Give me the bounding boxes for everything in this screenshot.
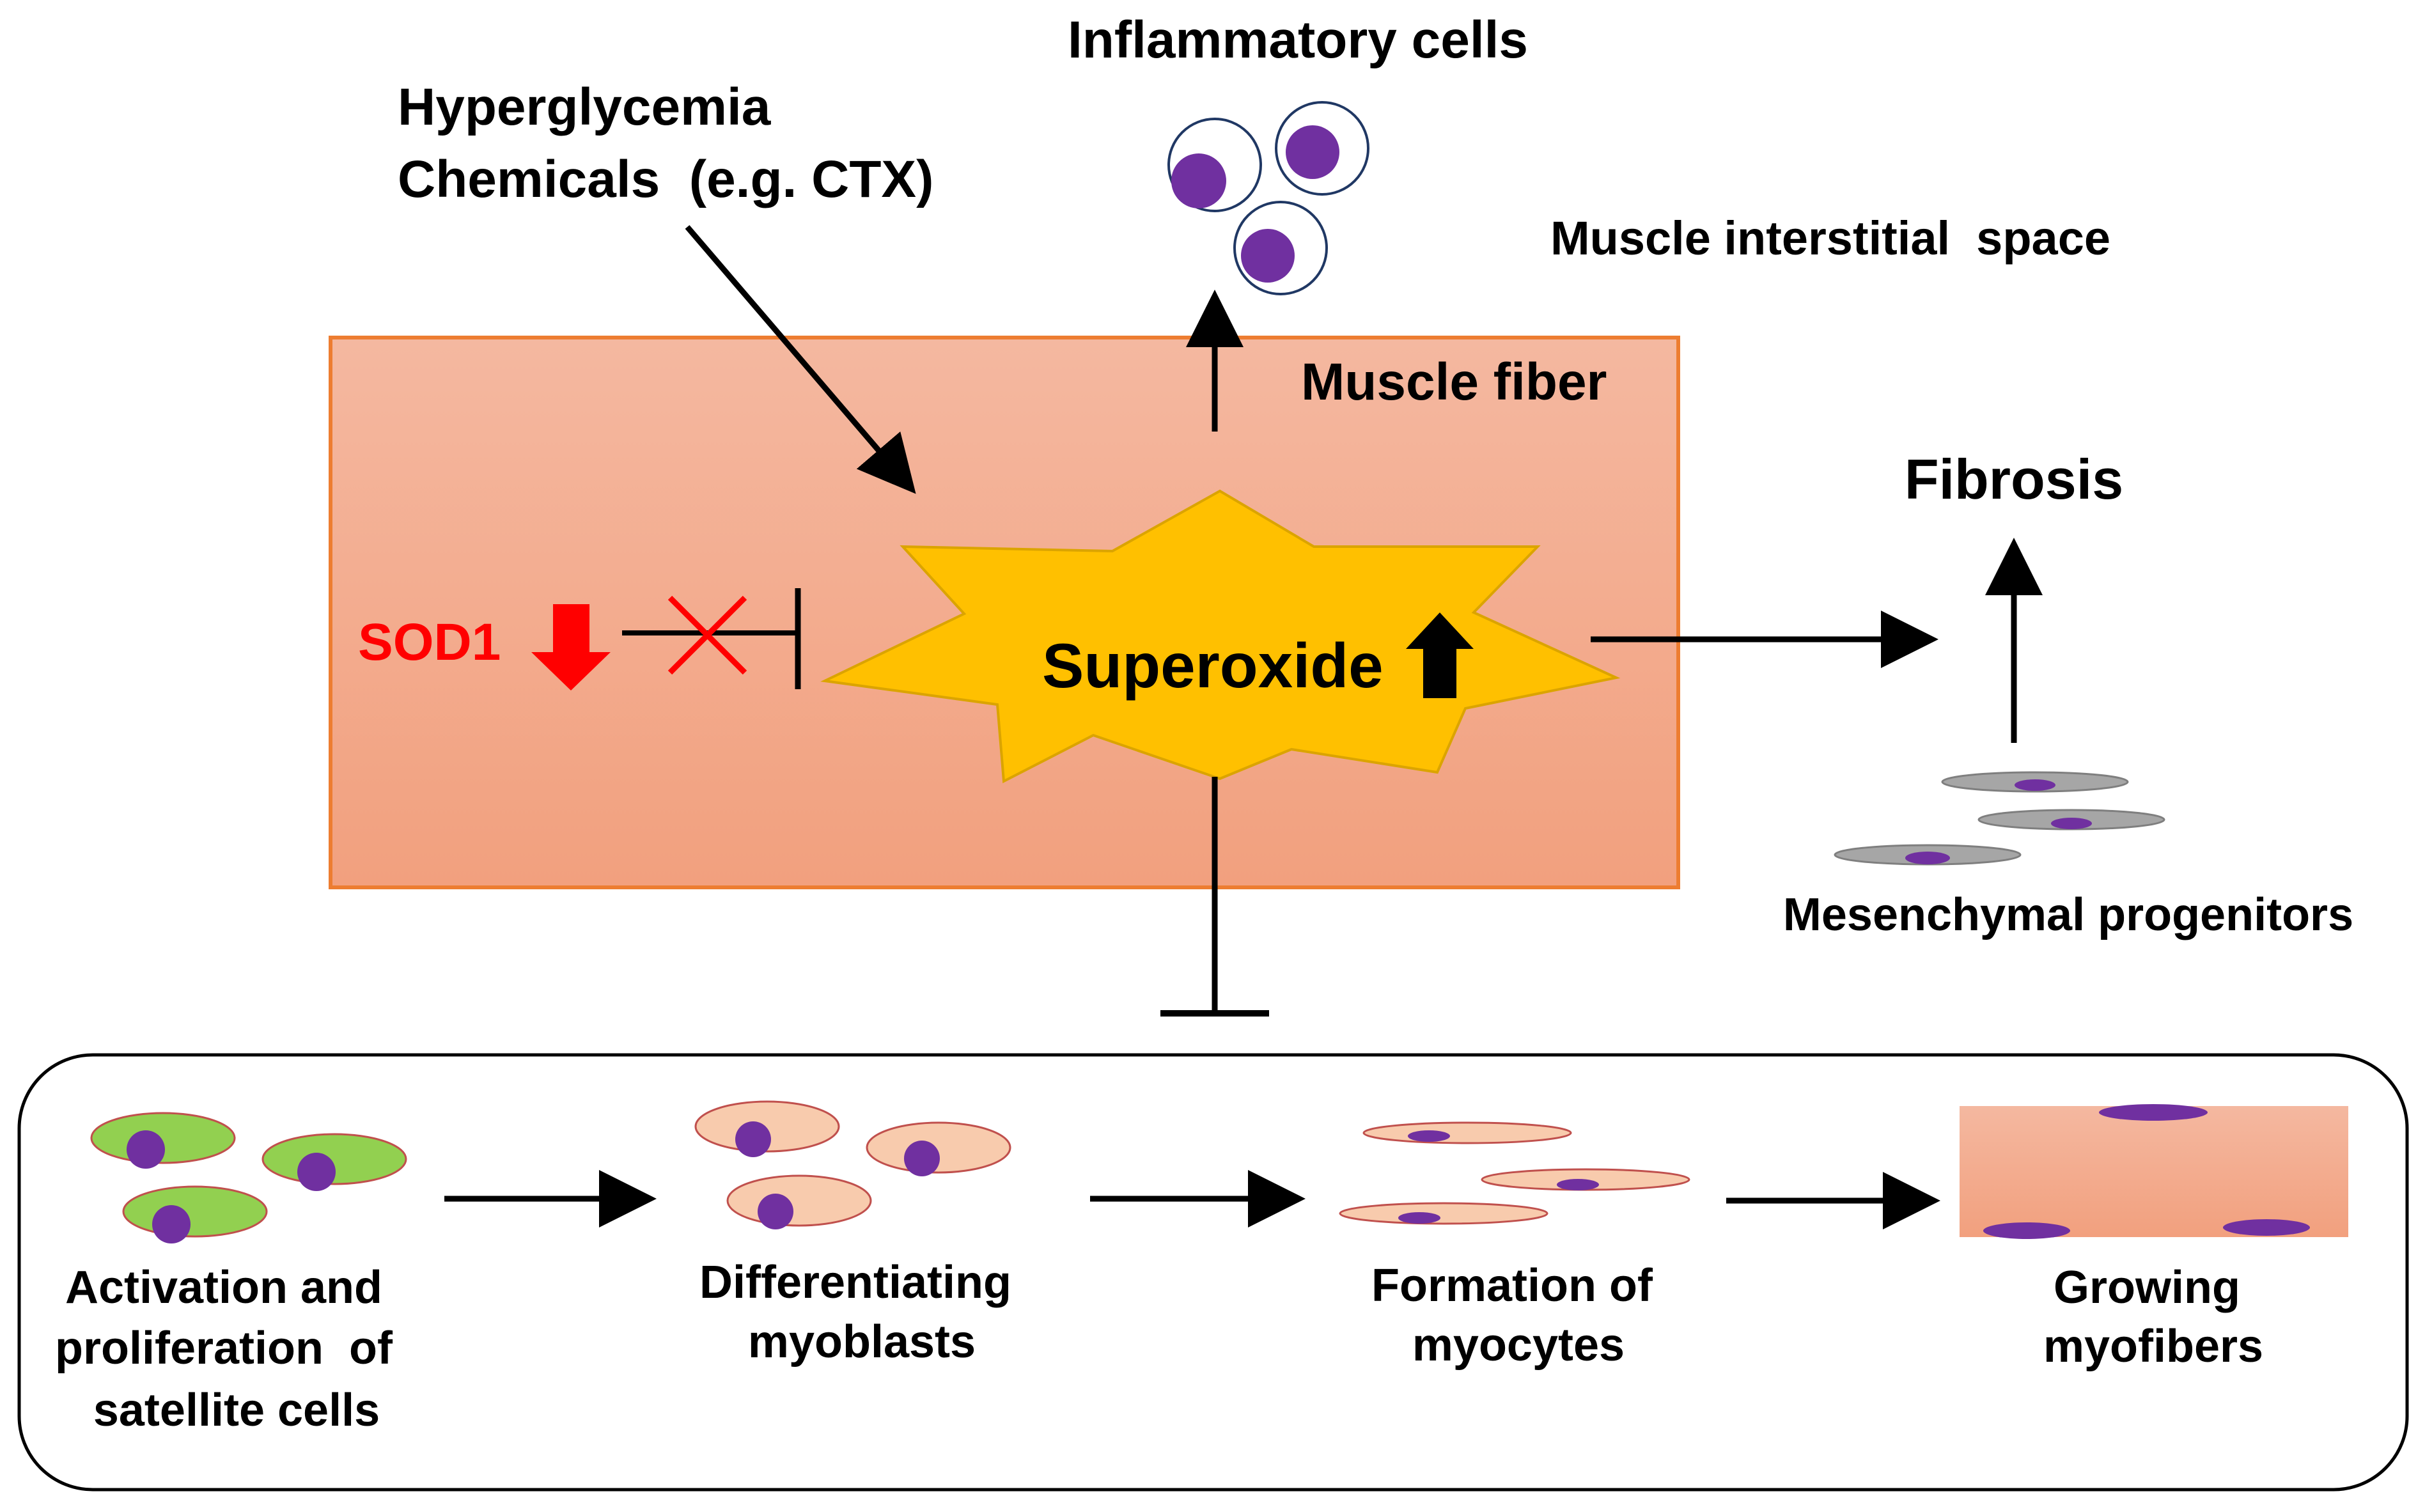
- superoxide-label: Superoxide: [1042, 630, 1384, 701]
- up-arrow-icon: [1406, 612, 1474, 698]
- satellite-cell: [122, 1185, 268, 1243]
- myocyte-cell: [1362, 1121, 1572, 1144]
- mesenchymal-progenitors-label: Mesenchymal progenitors: [1783, 889, 2353, 940]
- mesenchymal-cell: [1977, 809, 2165, 830]
- mesenchymal-cell: [1941, 771, 2129, 793]
- stage-2-label: Differentiating myoblasts: [699, 1257, 1024, 1368]
- hyperglycemia-label: Hyperglycemia: [398, 78, 772, 136]
- inflammatory-cell: [1167, 118, 1262, 212]
- satellite-cell: [90, 1112, 236, 1169]
- superoxide-star: [820, 489, 1621, 784]
- stage-1-label: Activation and proliferation of satellit…: [0, 0, 456, 1436]
- myocyte-cell: [1339, 1202, 1548, 1225]
- myocytes-group: [1339, 1121, 1690, 1225]
- inflammatory-cell: [1275, 101, 1369, 196]
- stage-4-label: Growing myofibers: [2043, 1262, 2263, 1372]
- stimulus-arrow: [685, 225, 916, 494]
- x-mark-icon: [667, 595, 747, 675]
- interstitial-space-label: Muscle interstitial space: [1550, 212, 2110, 265]
- inflammatory-cells-label: Inflammatory cells: [1068, 11, 1528, 69]
- mesenchymal-cells-group: [1834, 771, 2165, 866]
- muscle-fiber-label: Muscle fiber: [1301, 353, 1607, 411]
- fibrosis-label: Fibrosis: [1905, 448, 2123, 511]
- myofiber: [1960, 1106, 2348, 1237]
- sod1-label: SOD1: [358, 613, 501, 671]
- myoblast-cell: [694, 1100, 840, 1157]
- myoblast-cell: [866, 1121, 1011, 1176]
- myoblasts-group: [694, 1100, 1011, 1229]
- stage-3-label: Formation of myocytes: [1371, 1260, 1665, 1371]
- inflammatory-cells-group: [1167, 101, 1369, 295]
- chemicals-label: Chemicals (e.g. CTX): [398, 150, 933, 208]
- inflammatory-cell: [1233, 201, 1328, 295]
- mesenchymal-cell: [1834, 844, 2022, 866]
- down-arrow-icon: [531, 604, 611, 690]
- satellite-cells-group: [90, 1112, 407, 1243]
- myocyte-cell: [1481, 1168, 1690, 1191]
- satellite-cell: [261, 1133, 407, 1191]
- myofiber-group: [1960, 1104, 2348, 1239]
- myoblast-cell: [726, 1174, 872, 1229]
- regeneration-process-box: [17, 1053, 2409, 1492]
